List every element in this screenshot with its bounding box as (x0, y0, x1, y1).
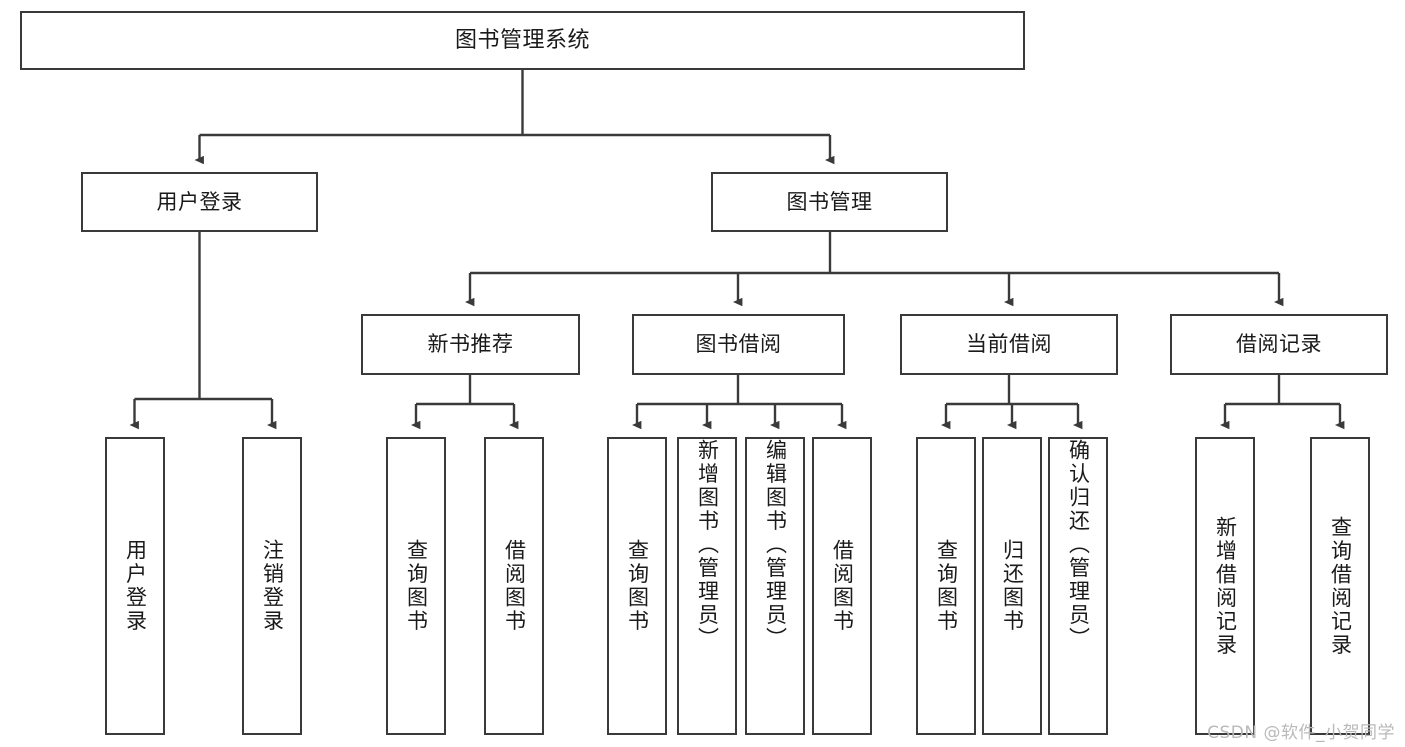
node-book-borrow[interactable]: 图书借阅 (632, 314, 845, 375)
node-leaf-borrow-book-2[interactable]: 借阅图书 (812, 437, 872, 735)
node-leaf-confirm-return-label: 确认归还（管理员） (1066, 439, 1091, 651)
node-leaf-query-book-2-label: 查询图书 (625, 539, 650, 633)
node-leaf-add-record[interactable]: 新增借阅记录 (1195, 437, 1255, 735)
node-leaf-query-book-1-label: 查询图书 (404, 539, 429, 633)
node-leaf-user-login[interactable]: 用户登录 (105, 437, 165, 735)
node-leaf-edit-book-label: 编辑图书（管理员） (763, 439, 788, 651)
node-new-book-recommend[interactable]: 新书推荐 (361, 314, 580, 375)
node-leaf-query-book-3-label: 查询图书 (934, 539, 959, 633)
node-user-login-label: 用户登录 (156, 189, 243, 214)
node-leaf-borrow-book-1[interactable]: 借阅图书 (484, 437, 544, 735)
node-leaf-borrow-book-1-label: 借阅图书 (502, 539, 527, 633)
node-leaf-borrow-book-2-label: 借阅图书 (830, 539, 855, 633)
node-leaf-query-record-label: 查询借阅记录 (1328, 515, 1353, 657)
node-book-manage[interactable]: 图书管理 (711, 172, 948, 232)
node-leaf-user-logout[interactable]: 注销登录 (242, 437, 302, 735)
node-current-borrow[interactable]: 当前借阅 (900, 314, 1118, 375)
node-borrow-record[interactable]: 借阅记录 (1170, 314, 1388, 375)
node-root-label: 图书管理系统 (454, 27, 590, 53)
node-leaf-add-record-label: 新增借阅记录 (1213, 515, 1238, 657)
node-leaf-query-book-3[interactable]: 查询图书 (916, 437, 976, 735)
watermark-text: CSDN @软件_小贺同学 (1207, 723, 1395, 743)
node-leaf-confirm-return[interactable]: 确认归还（管理员） (1048, 437, 1108, 735)
node-book-manage-label: 图书管理 (786, 189, 873, 214)
node-user-login[interactable]: 用户登录 (81, 172, 318, 232)
node-leaf-query-record[interactable]: 查询借阅记录 (1310, 437, 1370, 735)
node-leaf-add-book[interactable]: 新增图书（管理员） (677, 437, 737, 735)
node-current-borrow-label: 当前借阅 (966, 332, 1052, 357)
node-leaf-user-logout-label: 注销登录 (260, 539, 285, 633)
node-leaf-query-book-2[interactable]: 查询图书 (607, 437, 667, 735)
node-new-book-recommend-label: 新书推荐 (427, 332, 514, 357)
node-leaf-query-book-1[interactable]: 查询图书 (386, 437, 446, 735)
node-root[interactable]: 图书管理系统 (20, 11, 1025, 70)
node-book-borrow-label: 图书借阅 (695, 332, 782, 357)
node-leaf-user-login-label: 用户登录 (123, 539, 148, 633)
node-leaf-return-book-label: 归还图书 (1000, 539, 1025, 633)
node-leaf-edit-book[interactable]: 编辑图书（管理员） (745, 437, 805, 735)
node-borrow-record-label: 借阅记录 (1236, 332, 1322, 357)
node-leaf-return-book[interactable]: 归还图书 (982, 437, 1042, 735)
node-leaf-add-book-label: 新增图书（管理员） (695, 439, 720, 651)
